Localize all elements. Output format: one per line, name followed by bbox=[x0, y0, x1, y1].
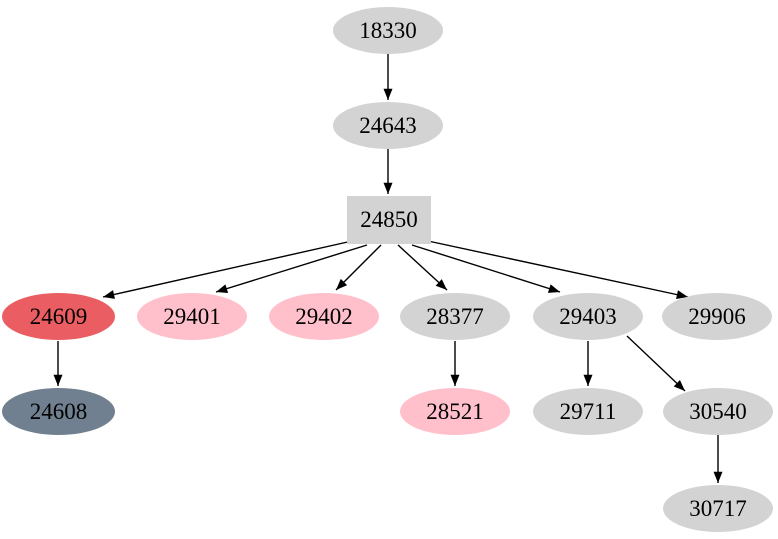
node-29402: 29402 bbox=[269, 293, 379, 340]
node-label: 29401 bbox=[163, 303, 221, 329]
node-label: 29906 bbox=[688, 303, 746, 329]
node-label: 30717 bbox=[689, 495, 747, 521]
edge-24850-29401 bbox=[215, 244, 368, 293]
edge-29403-30540 bbox=[626, 335, 686, 392]
edge-24850-29906 bbox=[427, 240, 689, 300]
node-label: 24850 bbox=[360, 207, 418, 232]
node-label: 24608 bbox=[29, 398, 88, 424]
edge-24850-29402 bbox=[335, 244, 382, 291]
node-28377: 28377 bbox=[400, 293, 510, 340]
edge-24850-29403 bbox=[411, 244, 561, 293]
node-29403: 29403 bbox=[533, 293, 643, 340]
node-label: 24643 bbox=[359, 112, 417, 138]
node-24609: 24609 bbox=[2, 293, 115, 340]
node-29401: 29401 bbox=[137, 293, 247, 340]
node-24643: 24643 bbox=[333, 102, 443, 149]
node-30540: 30540 bbox=[663, 388, 773, 435]
node-28521: 28521 bbox=[400, 388, 510, 435]
node-label: 18330 bbox=[359, 17, 417, 43]
node-label: 28521 bbox=[426, 398, 484, 424]
edge-24850-24609 bbox=[102, 240, 353, 299]
node-29906: 29906 bbox=[662, 293, 772, 340]
node-18330: 18330 bbox=[333, 7, 443, 54]
node-label: 24609 bbox=[29, 303, 88, 329]
node-24608: 24608 bbox=[2, 388, 115, 435]
node-label: 28377 bbox=[426, 303, 484, 329]
node-24850: 24850 bbox=[347, 196, 431, 244]
node-label: 29402 bbox=[295, 303, 353, 329]
edge-24850-28377 bbox=[397, 244, 448, 291]
node-label: 29711 bbox=[559, 398, 617, 424]
node-label: 30540 bbox=[689, 398, 747, 424]
node-29711: 29711 bbox=[533, 388, 643, 435]
node-30717: 30717 bbox=[663, 485, 773, 532]
node-label: 29403 bbox=[559, 303, 617, 329]
